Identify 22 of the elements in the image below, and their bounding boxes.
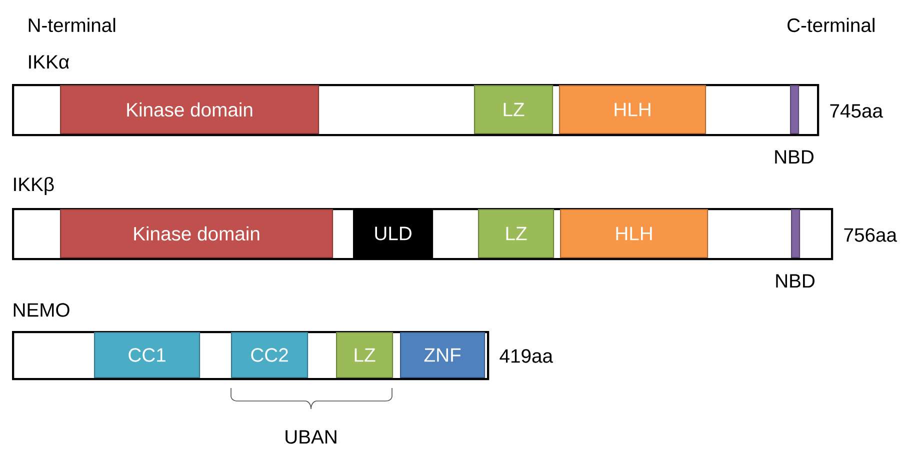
text-label: N-terminal: [28, 18, 116, 32]
domain-box: Kinase domain: [60, 209, 334, 258]
domain-box: LZ: [336, 332, 394, 378]
domain-label: NBD: [776, 274, 814, 288]
length-label: 745aa: [830, 104, 883, 118]
domain-box: CC2: [231, 332, 308, 378]
protein-name: IKKα: [29, 55, 70, 69]
length-label: 419aa: [500, 349, 554, 363]
length-label: 756aa: [844, 228, 897, 242]
text-label: C-terminal: [788, 18, 874, 32]
domain-box: HLH: [559, 85, 706, 134]
protein-name: IKKβ: [14, 176, 54, 195]
domain-box: LZ: [474, 85, 554, 134]
domain-box: ZNF: [400, 332, 486, 378]
text-label: UBAN: [286, 430, 336, 444]
domain-box: LZ: [478, 209, 554, 258]
domain-box: ULD: [353, 209, 434, 258]
domain-box: Kinase domain: [60, 85, 320, 134]
domain-box: CC1: [94, 332, 200, 378]
domain-box: HLH: [560, 209, 708, 258]
protein-name: NEMO: [14, 303, 70, 317]
domain-label: NBD: [775, 150, 814, 164]
